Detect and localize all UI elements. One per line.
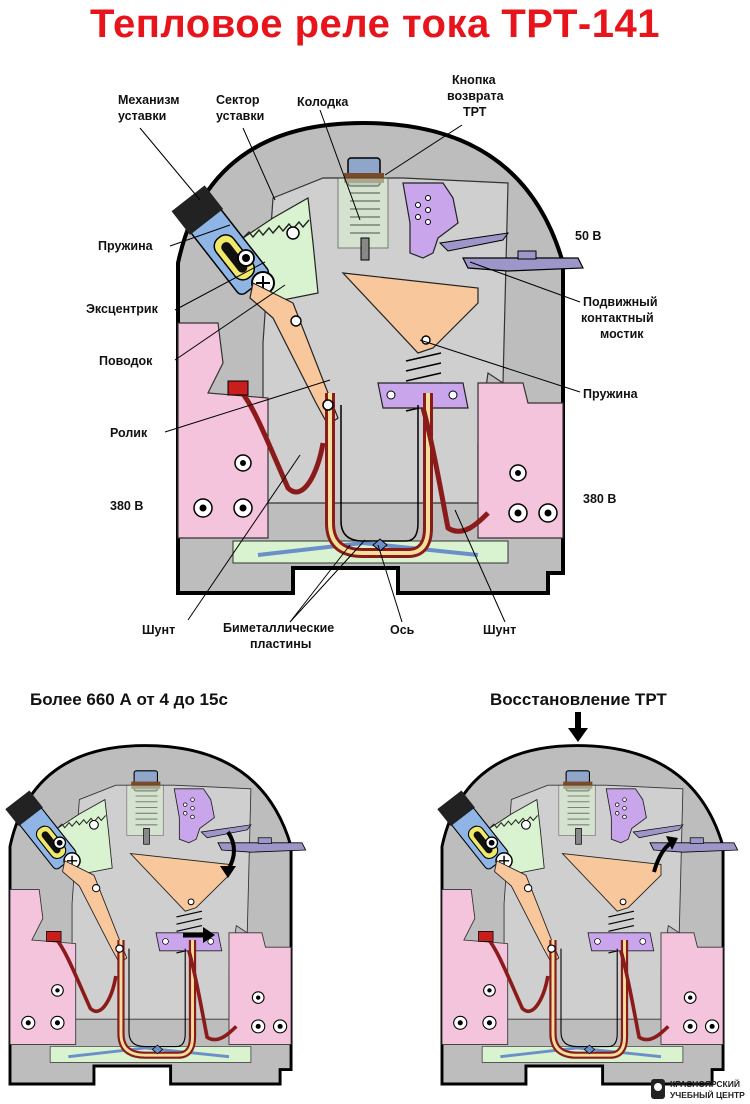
- caption-overcurrent: Более 660 А от 4 до 15с: [30, 690, 228, 709]
- label-spring-left: Пружина: [98, 239, 154, 253]
- page-title: Тепловое реле тока ТРТ-141: [90, 2, 660, 46]
- label-spring-right: Пружина: [583, 387, 639, 401]
- relay-reset: [437, 746, 737, 1084]
- label-50v: 50 В: [575, 229, 601, 243]
- label-380v-right: 380 В: [583, 492, 616, 506]
- relay-main: [172, 123, 583, 593]
- label-380v-left: 380 В: [110, 499, 143, 513]
- label-block: Колодка: [297, 95, 349, 109]
- leader-lines: [139, 109, 581, 623]
- relay-overcurrent: [5, 746, 305, 1084]
- label-shunt-right: Шунт: [483, 623, 516, 637]
- label-eccentric: Эксцентрик: [86, 302, 159, 316]
- label-axis: Ось: [390, 623, 415, 637]
- label-shunt-left: Шунт: [142, 623, 175, 637]
- label-leash: Поводок: [99, 354, 153, 368]
- caption-reset: Восстановление ТРТ: [490, 690, 667, 709]
- label-roller: Ролик: [110, 426, 148, 440]
